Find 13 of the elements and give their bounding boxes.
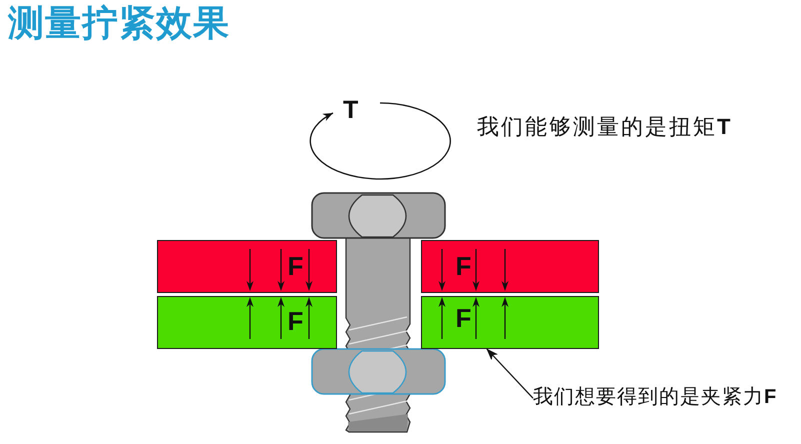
force-label: F [288,252,304,278]
upper-plate [157,240,337,293]
force-label: F [456,252,472,278]
note-text: 我们想要得到的是夹紧力F [533,385,778,409]
lower-plate [421,296,599,349]
upper-plate [421,240,599,293]
title: 测量拧紧效果 [8,2,230,46]
lower-plate [157,296,337,349]
force-label: F [456,304,472,330]
torque-label: T [343,96,358,125]
leader-arrow [486,348,534,399]
note-text: 我们能够测量的是扭矩T [477,114,732,140]
force-label: F [288,308,304,334]
